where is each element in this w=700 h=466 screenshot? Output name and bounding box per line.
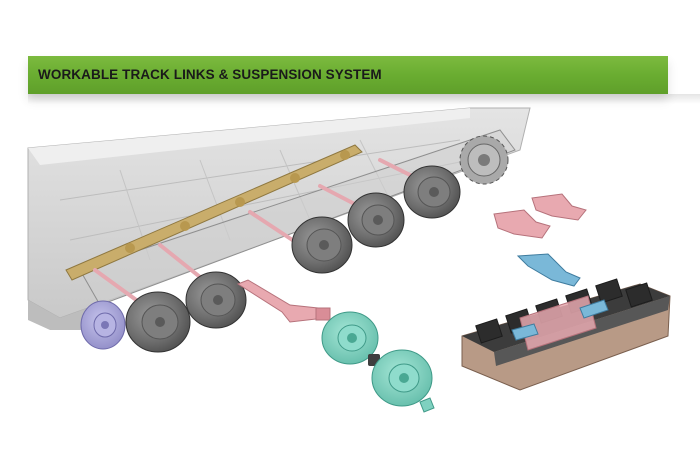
road-wheels: [125, 165, 461, 353]
banner-title: WORKABLE TRACK LINKS & SUSPENSION SYSTEM: [38, 67, 382, 82]
road-wheel: [185, 271, 247, 329]
idler-wheel: [80, 300, 126, 350]
teal-road-wheel-inner: [321, 311, 379, 365]
hub-cap: [419, 397, 435, 413]
teal-road-wheel-outer: [371, 349, 433, 407]
road-wheel: [291, 216, 353, 274]
title-banner: WORKABLE TRACK LINKS & SUSPENSION SYSTEM: [28, 56, 668, 94]
track-connector: [516, 253, 581, 287]
track-guide-parts: [493, 193, 587, 239]
road-wheel: [403, 165, 461, 219]
drive-sprocket: [459, 135, 509, 185]
banner-shadow: [28, 94, 700, 104]
road-wheel: [347, 192, 405, 248]
brass-mounting-rail: [65, 144, 363, 281]
suspension-arm: [236, 279, 331, 323]
track-link-assembly: [461, 278, 671, 391]
road-wheel: [125, 291, 191, 353]
